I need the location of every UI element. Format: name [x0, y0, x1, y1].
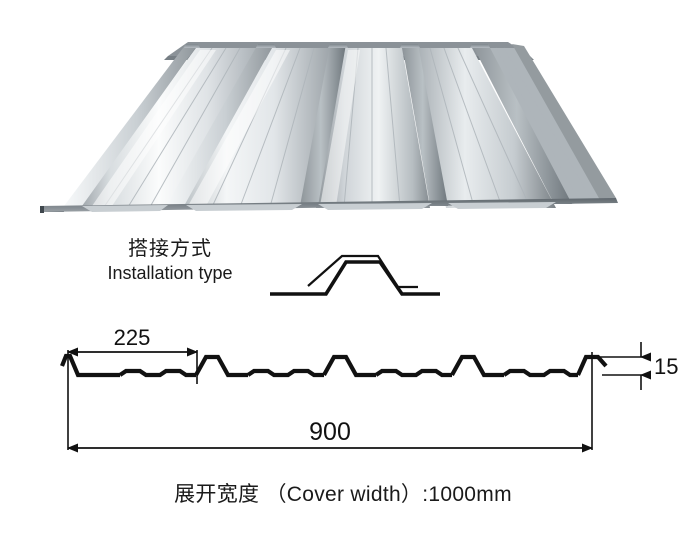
dimension-rib-height: 15	[598, 342, 678, 390]
panel-ribs	[64, 44, 616, 206]
panel-highlights	[92, 50, 360, 206]
installation-detail-drawing	[268, 246, 443, 306]
dimension-pitch: 225	[67, 325, 198, 357]
dimension-total-width: 900	[67, 418, 593, 453]
installation-label-en: Installation type	[107, 262, 233, 283]
profile-dimension-drawing: 225 900 15	[0, 322, 686, 472]
dimension-rib-height-value: 15	[654, 354, 678, 379]
installation-type-row: 搭接方式 Installation type	[0, 238, 686, 308]
installation-type-label: 搭接方式 Installation type	[60, 238, 280, 284]
panel-front-notches	[82, 202, 556, 212]
installation-label-cn: 搭接方式	[128, 238, 212, 260]
dimension-pitch-value: 225	[114, 325, 151, 350]
cover-width-caption: 展开宽度 （Cover width）:1000mm	[174, 483, 512, 506]
lap-upper-sheet	[307, 254, 418, 289]
product-photo	[0, 0, 686, 225]
lap-lower-sheet	[270, 260, 440, 296]
dimension-total-width-value: 900	[309, 418, 351, 446]
sheet-section-outline	[60, 353, 608, 378]
